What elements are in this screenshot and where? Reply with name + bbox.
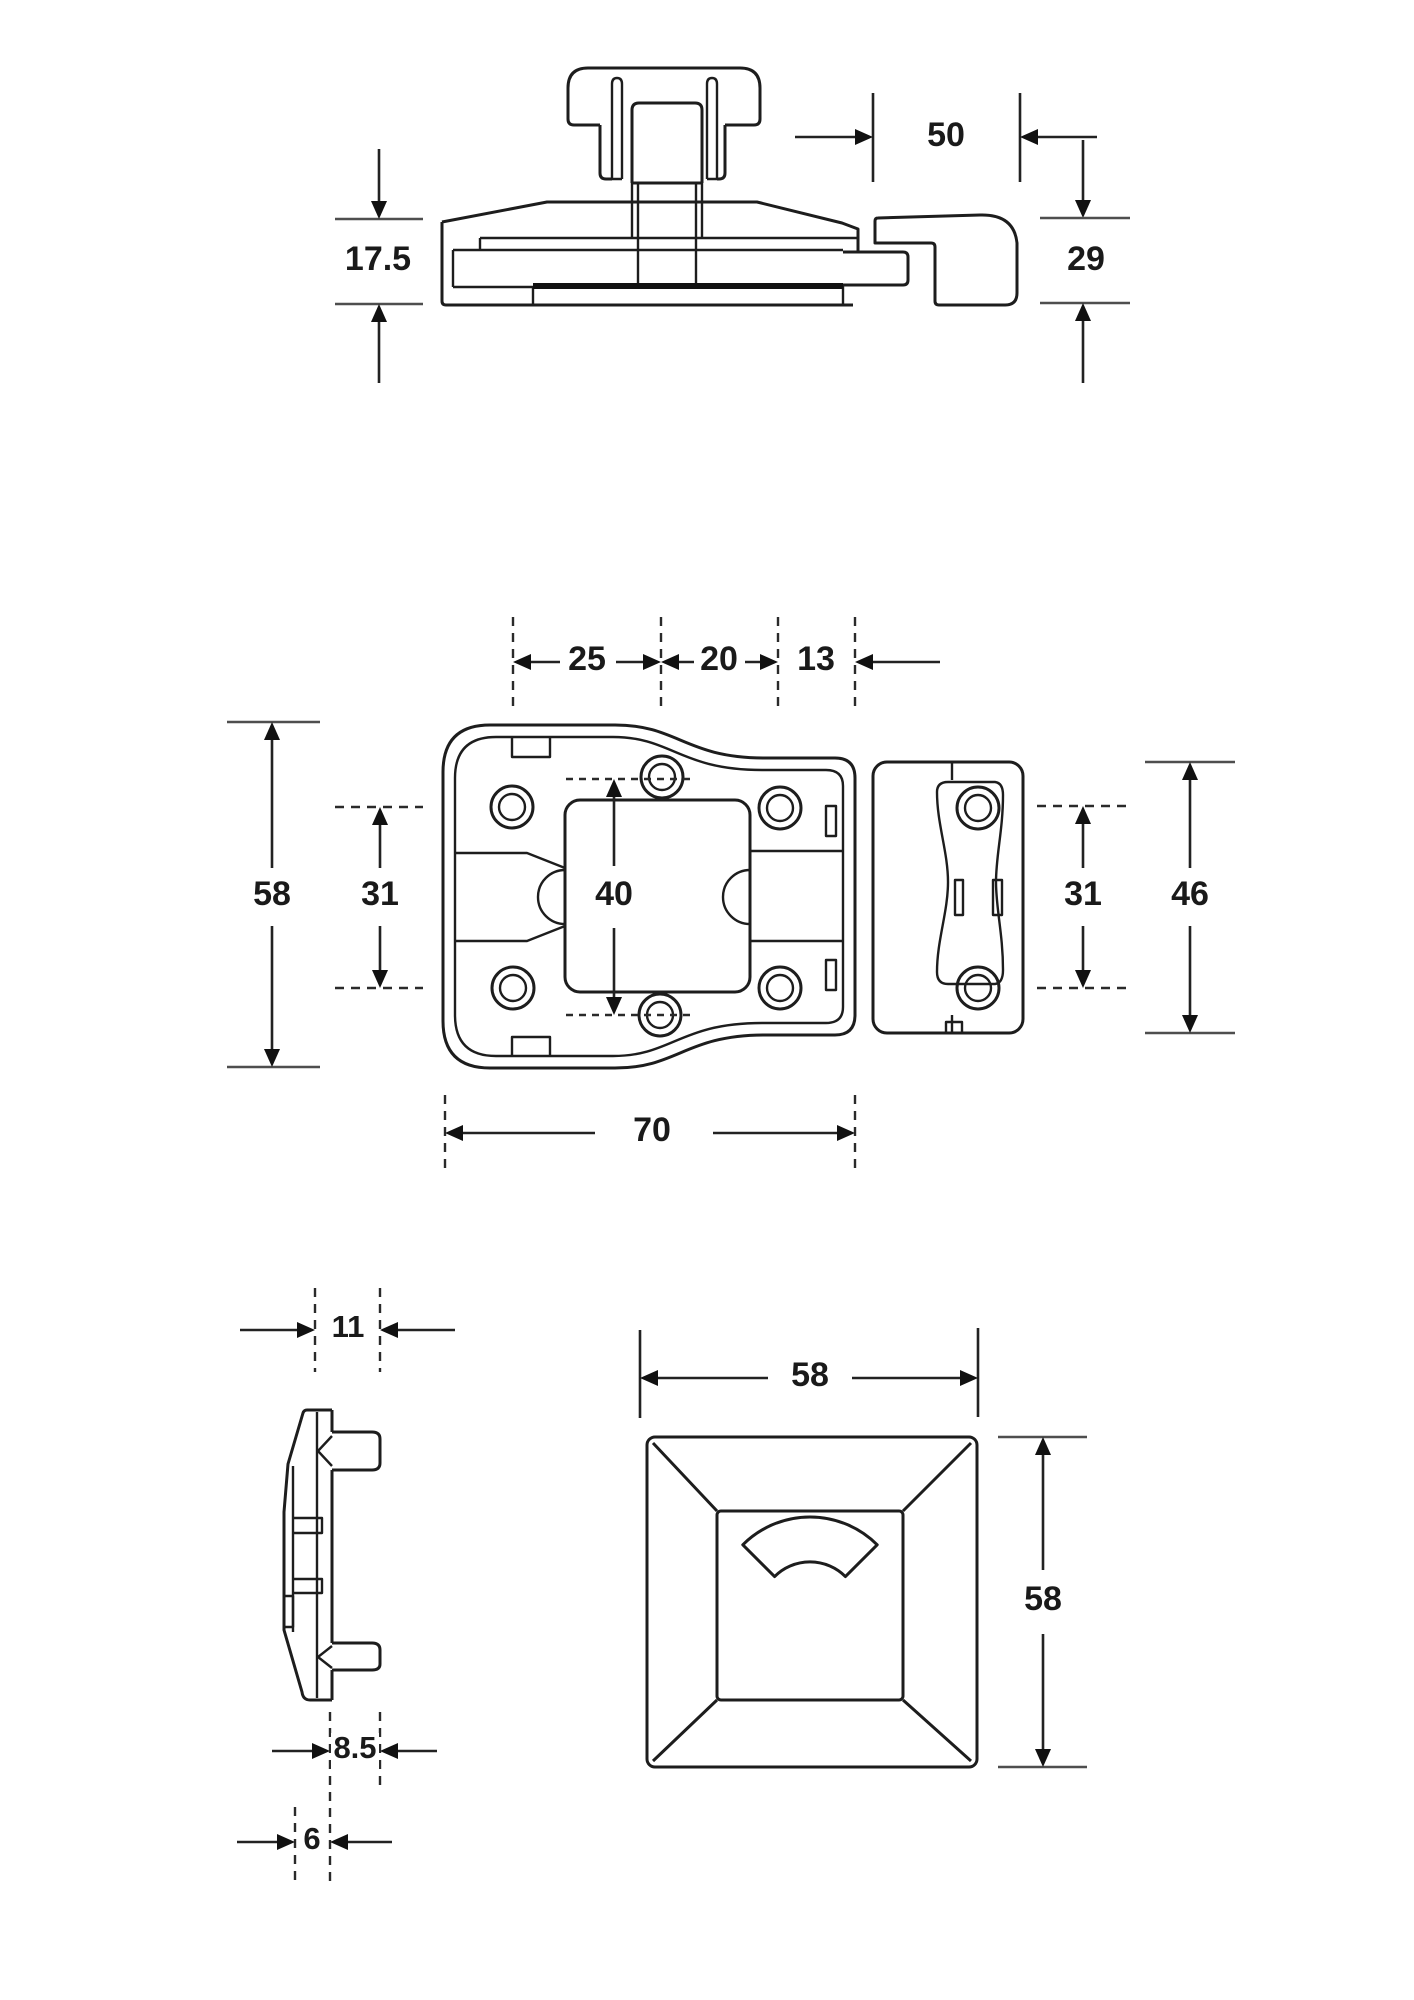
wall-slot-top [824,804,838,838]
spindle-shaft [630,183,704,283]
cap-outer [645,1435,979,1769]
latch-body-inner [453,735,845,1058]
view-side-elevation: 17.5 50 29 [335,66,1130,383]
knob-outline [566,66,762,127]
view-indicator-cap: 58 58 [638,1328,1087,1769]
bolt-tongue-profile [843,250,910,287]
dim-overall-height: 58 [227,720,320,1069]
dim-label-13: 13 [797,640,835,678]
dim-label-29: 29 [1067,240,1105,278]
bolt-tongue-plan [750,849,843,943]
dim-label-20: 20 [700,640,738,678]
latch-body-profile [440,200,860,307]
dim-label-11: 11 [332,1309,365,1344]
dim-label-46: 46 [1171,875,1209,913]
view-keeper-profile: 11 8.5 6 [237,1288,455,1885]
dim-overall-depth: 11 [240,1288,455,1372]
dim-label-25: 25 [568,640,606,678]
keeper-reel [935,780,1005,986]
dim-label-8-5: 8.5 [333,1730,376,1765]
dim-label-31-right: 31 [1064,875,1102,913]
dim-overall-width: 70 [443,1095,857,1168]
bolt-housing [563,798,752,994]
dim-keeper-hole-spacing: 31 [1037,804,1130,990]
dim-label-17-5: 17.5 [345,240,411,278]
latch-body-layers [451,236,858,305]
bolt-cam-left [536,868,566,926]
cap-inner [715,1509,905,1702]
indicator-window [741,1515,879,1579]
dim-cap-width: 58 [638,1328,980,1418]
knob-legs [598,125,727,181]
prong-bottom-barb [316,1645,333,1669]
dim-keeper-length: 46 [1145,760,1235,1035]
dim-cap-height: 58 [998,1435,1087,1769]
dim-body-height: 17.5 [335,149,423,383]
keeper-prong-bottom [332,1641,382,1672]
dim-label-58-width: 58 [791,1356,829,1394]
dim-label-31-left: 31 [361,875,399,913]
view-plan: 25 20 13 58 31 [227,617,1235,1168]
dim-label-58-left: 58 [253,875,291,913]
dim-keeper-height: 29 [1040,140,1130,383]
spindle-housing [630,101,704,185]
cap-bevels [651,1441,973,1763]
slide-channel [455,851,566,943]
keeper-prong-top [332,1430,382,1472]
edge-notch-bottom [510,1035,552,1056]
dim-backset: 50 [795,93,1097,182]
dim-bolt-opening: 40 [595,779,633,1015]
keeper-profile-clips [284,1516,324,1629]
keeper-plate [871,760,1025,1035]
dim-flange-depth: 6 [237,1807,392,1885]
dim-body-hole-spacing: 31 [335,805,423,990]
latch-body-outline [441,723,857,1070]
dim-row-top: 25 20 13 [511,617,940,708]
dim-plate-depth: 8.5 [272,1712,437,1885]
dim-label-70: 70 [633,1111,671,1149]
keeper-profile-inner-lines [291,1412,319,1698]
keeper-plate-profile [282,1408,332,1702]
wall-slot-bottom [824,958,838,992]
dim-label-6: 6 [303,1821,320,1856]
bolt-cam-right [721,868,751,926]
dim-label-58-height: 58 [1024,1580,1062,1618]
knob-slots [610,76,719,181]
keeper-profile-side [873,213,1019,307]
prong-top-barb [316,1435,333,1467]
dim-label-50: 50 [927,116,965,154]
edge-notch-top [510,737,552,759]
dim-label-40: 40 [595,875,633,913]
